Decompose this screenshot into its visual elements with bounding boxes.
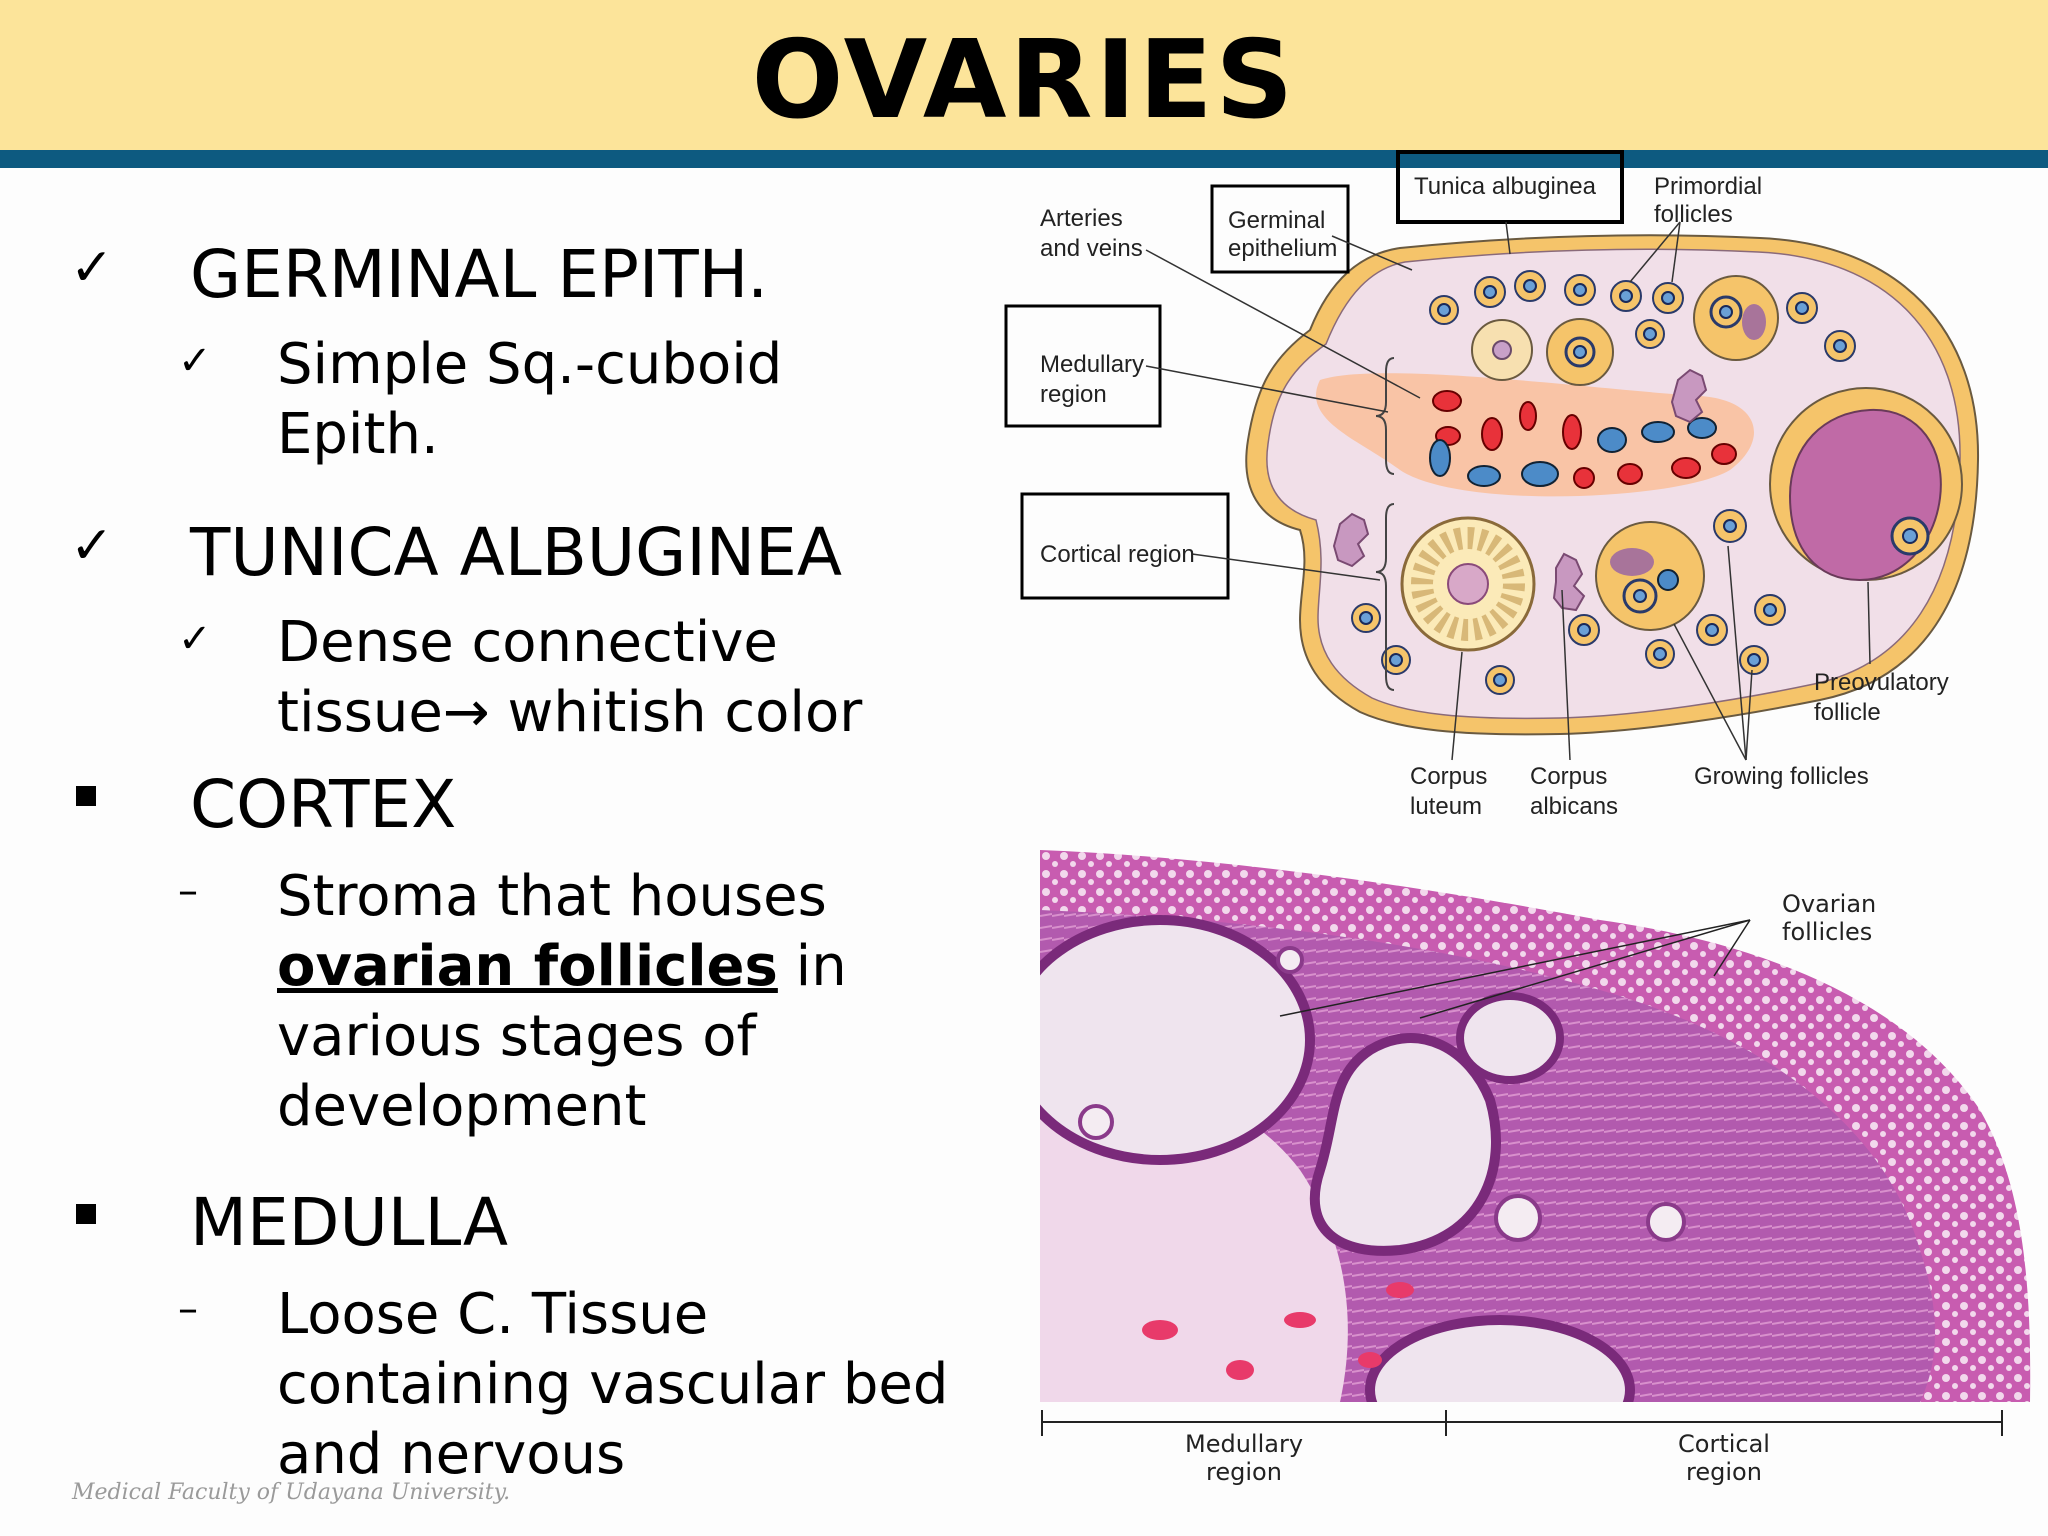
sub-bullet-line: development (277, 1074, 647, 1139)
medullary-bracket (1375, 357, 1395, 475)
svg-text:luteum: luteum (1410, 793, 1482, 820)
svg-text:and veins: and veins (1040, 235, 1143, 262)
cortical-region-box (1020, 492, 1230, 600)
label-cortical-region: Cortical region (1040, 541, 1195, 568)
leader-lines (1145, 221, 1871, 761)
label-preovulatory-follicle: Preovulatory (1814, 669, 1949, 696)
small-follicle (1456, 992, 1564, 1084)
label-cortical-region-scale: Cortical (1678, 1430, 1770, 1458)
footer-credit: Medical Faculty of Udayana University. (72, 1480, 511, 1505)
square-bullet-icon (76, 786, 96, 810)
label-medullary-region: Medullary (1040, 351, 1144, 378)
label-corpus-luteum: Corpus (1410, 763, 1487, 790)
slide-title: OVARIES (751, 18, 1297, 143)
sub-bullet-line: various stages of (277, 1004, 757, 1069)
dash-icon: – (178, 1286, 198, 1332)
ovarian-follicles-emphasis: ovarian follicles (277, 934, 778, 999)
title-divider (0, 150, 2048, 168)
label-tunica-albuginea: Tunica albuginea (1414, 173, 1597, 200)
dash-icon: – (178, 868, 198, 914)
sub-bullet-line: Dense connective (277, 610, 778, 675)
sub-bullet-line: Simple Sq.-cuboid (277, 332, 783, 397)
label-germinal-epithelium: Germinal (1228, 207, 1325, 234)
follicle-bottom (1365, 1315, 1635, 1402)
label-arteries-veins: Arteries (1040, 205, 1123, 232)
check-icon: ✓ (70, 516, 114, 576)
follicle-leader-lines (1279, 919, 1751, 1019)
label-corpus-albicans: Corpus (1530, 763, 1607, 790)
square-bullet-icon (76, 1204, 96, 1228)
sub-bullet-line: Stroma that houses (277, 864, 827, 929)
sub-bullet-line: tissue→ whitish color (277, 680, 863, 745)
bullet-medulla: MEDULLA (190, 1184, 508, 1261)
svg-text:follicles: follicles (1654, 201, 1733, 228)
sub-bullet-line: Loose C. Tissue (277, 1282, 709, 1347)
germinal-epithelium-box (1210, 184, 1350, 274)
sub-bullet-line: ovarian follicles in (277, 934, 847, 999)
medulla-band (1316, 373, 1754, 497)
label-ovarian-follicles: Ovarian (1782, 890, 1876, 918)
svg-text:follicles: follicles (1782, 918, 1872, 946)
label-primordial-follicles: Primordial (1654, 173, 1762, 200)
tunica-albuginea-box (1396, 150, 1624, 224)
sub-bullet-line: containing vascular bed (277, 1352, 949, 1417)
sub-bullet-line: Epith. (277, 402, 439, 467)
bullet-germinal-epith: GERMINAL EPITH. (190, 236, 769, 313)
corpus-luteum (1400, 516, 1536, 652)
growing-follicles (1471, 275, 1779, 631)
svg-text:epithelium: epithelium (1228, 235, 1337, 262)
svg-text:region: region (1206, 1458, 1282, 1486)
blood-vessels (1429, 390, 1737, 489)
check-icon: ✓ (178, 338, 212, 384)
sub-bullet-line: and nervous (277, 1422, 626, 1487)
cortical-bracket (1375, 503, 1395, 691)
label-growing-follicles: Growing follicles (1694, 763, 1869, 790)
ovary-micrograph: Ovarian follicles (1040, 850, 2031, 1402)
label-medullary-region-scale: Medullary (1185, 1430, 1303, 1458)
bullet-tunica-albuginea: TUNICA ALBUGINEA (190, 514, 843, 591)
medullary-region-box (1004, 304, 1162, 428)
svg-text:region: region (1686, 1458, 1762, 1486)
title-bar (0, 0, 2048, 150)
corpus-albicans (1332, 368, 1708, 612)
oocyte-nuclei (1359, 279, 1847, 687)
check-icon: ✓ (178, 616, 212, 662)
svg-text:follicle: follicle (1814, 699, 1881, 726)
large-follicle-left (1040, 915, 1315, 1165)
preovulatory-follicle (1769, 387, 1963, 582)
svg-text:region: region (1040, 381, 1107, 408)
svg-text:albicans: albicans (1530, 793, 1618, 820)
red-blood-cells (1142, 1282, 1414, 1380)
bullet-cortex: CORTEX (190, 766, 457, 843)
check-icon: ✓ (70, 238, 114, 298)
